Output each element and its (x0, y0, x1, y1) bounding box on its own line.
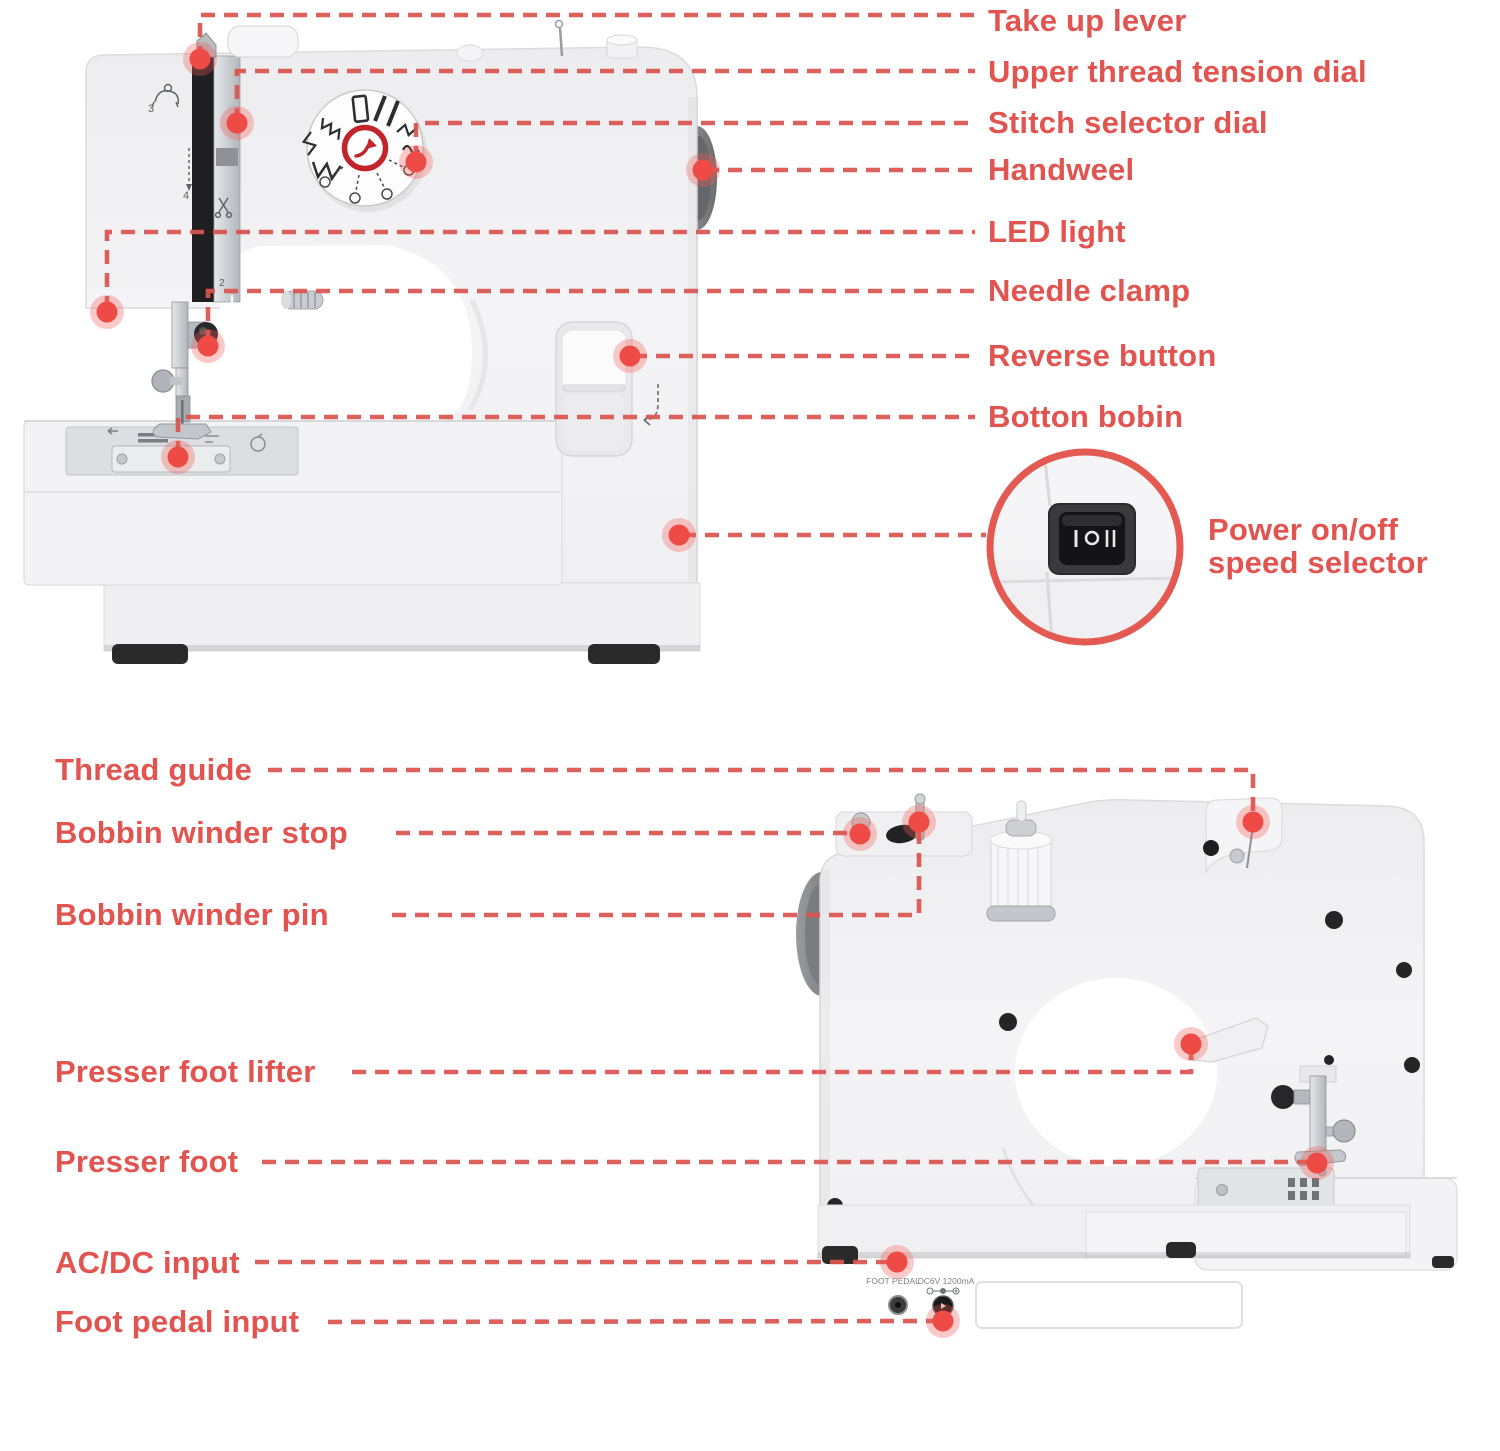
take-up-lever (196, 25, 299, 58)
label-take-up-lever: Take up lever (988, 3, 1187, 38)
leader-needle-clamp (205, 288, 975, 344)
power-switch-inset (986, 448, 1184, 646)
front-base (103, 582, 701, 664)
dc-rating-label: DC6V 1200mA (918, 1276, 975, 1286)
dot-foot-pedal-input (926, 1304, 960, 1338)
label-acdc-input: AC/DC input (55, 1245, 240, 1280)
label-thread-guide: Thread guide (55, 752, 253, 787)
dot-acdc-input (880, 1245, 914, 1279)
polarity-icon (926, 1287, 960, 1295)
label-stitch-selector-dial: Stitch selector dial (988, 105, 1268, 140)
dot-upper-tension (220, 106, 254, 140)
leader-bottom-bobbin (175, 414, 975, 455)
leader-stitch-dial (413, 120, 975, 160)
power-switch-icon (1048, 503, 1136, 575)
dot-bottom-bobbin (161, 440, 195, 474)
label-power-line1: Power on/off (1208, 512, 1399, 547)
front-machine-illustration: 2 3 4 (23, 19, 717, 664)
leader-foot-pedal-input (327, 1318, 936, 1325)
foot-pedal-port-label: FOOT PEDAL (866, 1276, 920, 1286)
back-left-shade (820, 870, 830, 1210)
dot-power-switch (662, 518, 696, 552)
dot-needle-clamp (191, 329, 225, 363)
stitch-selector-dial (301, 89, 427, 212)
label-needle-clamp: Needle clamp (988, 273, 1191, 308)
leader-upper-tension (234, 68, 975, 122)
dot-stitch-dial (399, 145, 433, 179)
dot-winder-pin (902, 805, 936, 839)
thread-spool (986, 800, 1056, 922)
reverse-button (555, 321, 659, 457)
dot-winder-stop (843, 817, 877, 851)
tension-slot: 2 (192, 55, 241, 319)
label-handwheel: Handweel (988, 152, 1135, 187)
label-presser-foot: Presser foot (55, 1144, 239, 1179)
leader-foot-lifter (352, 1050, 1194, 1075)
thread-path-number-2: 2 (219, 278, 225, 289)
leader-winder-pin (392, 828, 922, 918)
back-base (817, 1204, 1454, 1268)
power-jacks-panel: FOOT PEDAL DC6V 1200mA (866, 1276, 1243, 1329)
glyph-number-4: 4 (183, 190, 189, 202)
leader-take-up-lever (197, 12, 975, 60)
label-bobbin-winder-stop: Bobbin winder stop (55, 815, 348, 850)
dot-led-light (90, 295, 124, 329)
leader-thread-guide (268, 767, 1256, 818)
label-upper-tension-dial: Upper thread tension dial (988, 54, 1367, 89)
glyph-number-3: 3 (148, 103, 154, 115)
label-led-light: LED light (988, 214, 1126, 249)
access-panel-outline (975, 1281, 1243, 1329)
callout-dots (90, 42, 1334, 1338)
dot-presser-foot (1300, 1146, 1334, 1180)
label-bottom-bobbin: Botton bobin (988, 399, 1184, 434)
leader-led-light (104, 229, 975, 310)
dot-thread-guide (1236, 805, 1270, 839)
label-bobbin-winder-pin: Bobbin winder pin (55, 897, 329, 932)
leader-lines (104, 12, 1310, 1325)
label-power-line2: speed selector (1208, 545, 1428, 580)
back-needle-area (1197, 1065, 1356, 1213)
dot-foot-lifter (1174, 1027, 1208, 1061)
dot-reverse-button (613, 339, 647, 373)
front-arch-opening (220, 245, 472, 422)
back-machine-illustration: FOOT PEDAL DC6V 1200mA (796, 793, 1458, 1329)
dot-handwheel (686, 153, 720, 187)
thread-guide-bracket (1203, 797, 1283, 873)
label-reverse-button: Reverse button (988, 338, 1217, 373)
spool-pins (456, 19, 638, 62)
label-presser-foot-lifter: Presser foot lifter (55, 1054, 316, 1089)
needle-assembly (151, 301, 218, 440)
presser-foot-lifter-lever (1192, 1017, 1269, 1063)
dot-take-up-lever (183, 42, 217, 76)
threading-glyphs (151, 83, 233, 219)
arch-mold-seam (467, 298, 488, 412)
clutch-pin (281, 290, 324, 310)
label-foot-pedal-input: Foot pedal input (55, 1304, 300, 1339)
